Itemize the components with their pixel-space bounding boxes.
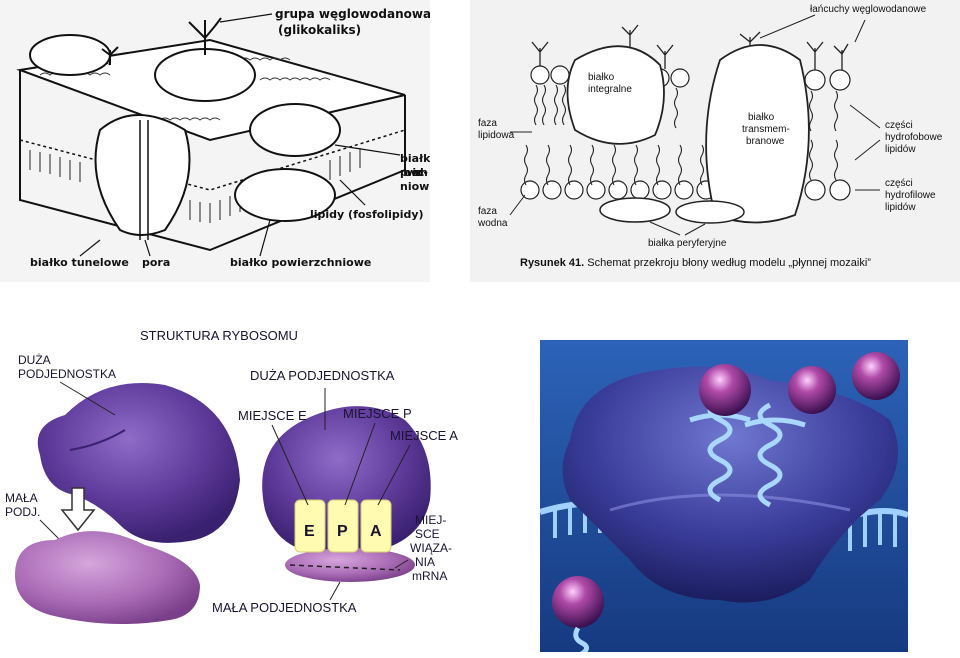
mrna-teeth [553,503,897,551]
water-phase-label-2: wodna [477,218,508,229]
site-e-letter: E [304,523,315,540]
large-left-label-1: DUŻA [18,353,51,367]
mrna-dashed-line [289,564,401,571]
large-left-pointer [59,381,116,416]
site-a-letter: A [370,523,382,540]
membrane-sketch-panel: grupa węglowodanowa (glikokaliks) białko… [0,0,430,282]
mrna-label-2: SCE [415,527,440,541]
small-left-label-1: MAŁA [5,491,38,505]
sphere-4 [552,576,604,628]
water-phase-label-1: faza [478,206,497,217]
small-subunit-right [285,548,415,582]
surface-protein-label-2: powierzch- [400,166,428,179]
fluid-mosaic-panel: łańcuchy węglowodanowe białko integralne… [470,0,960,282]
peripheral-protein-2 [675,200,745,224]
lipid-phase-label-2: lipidowa [478,130,515,141]
large-left-label-2: PODJEDNOSTKA [18,367,116,381]
small-right-pointer [329,581,341,601]
ribosome-body [562,366,898,603]
site-e-label: MIEJSCE E [238,408,307,423]
chains-label: łańcuchy węglowodanowe [810,4,927,15]
tunnel-protein-label: białko tunelowe [30,256,129,269]
hydrophilic-label-3: lipidów [885,202,916,213]
transmembrane-protein [705,44,810,224]
peripheral-label: białka peryferyjne [648,238,727,249]
large-subunit-left [37,383,241,543]
site-a-box [360,499,392,553]
transmem-label-2: transmem- [742,124,790,135]
mrna-label-1: MIEJ- [415,513,446,527]
pore-label: pora [142,256,170,269]
site-a-label: MIEJSCE A [390,428,458,443]
hydrophobic-label-2: hydrofobowe [885,132,943,143]
caption-rest: Schemat przekroju błony według modelu „p… [587,257,871,269]
surface-protein-label-1: białko [400,152,430,165]
site-p-box [327,499,359,553]
site-p-label: MIEJSCE P [343,406,412,421]
glycocalyx-label-1: grupa węglowodanowa [275,7,430,21]
integral-protein [566,45,665,145]
small-left-label-2: PODJ. [5,505,40,519]
sphere-1 [699,364,751,416]
glycocalyx-label-2: (glikokaliks) [278,23,361,37]
caption-bold: Rysunek 41. [520,257,584,269]
mrna-pointer [394,559,409,569]
ribosome-title: STRUKTURA RYBOSOMU [140,328,298,343]
peripheral-protein-1 [599,197,671,223]
ribosome-structure-panel: STRUKTURA RYBOSOMU DUŻA PODJEDNOSTKA MAŁ… [5,328,458,624]
lower-trna [573,626,589,652]
assembly-arrow-icon [60,487,96,532]
integral-label-2: integralne [588,84,632,95]
surface-protein-bottom-label: białko powierzchniowe [230,256,371,269]
mrna-label-4: NIA [415,555,435,569]
integral-label-1: białko [588,72,615,83]
ribosome-render-panel [540,340,908,652]
transmem-label-1: białko [748,112,775,123]
hydrophobic-label-1: części [885,120,913,131]
small-subunit-left [15,531,200,624]
lipid-phase-label-1: faza [478,118,497,129]
site-pointers [271,422,411,506]
mrna-label-3: WIĄZA- [410,541,452,555]
large-right-label: DUŻA PODJEDNOSTKA [250,368,395,383]
site-p-letter: P [337,523,348,540]
hydrophobic-label-3: lipidów [885,144,916,155]
sphere-3 [852,352,900,400]
transmem-label-3: branowe [746,136,785,147]
hydrophilic-label-2: hydrofilowe [885,190,936,201]
site-e-box [294,499,326,553]
surface-protein-label-3: niowe [400,180,430,193]
small-right-label: MAŁA PODJEDNOSTKA [212,600,357,615]
hydrophilic-label-1: części [885,178,913,189]
lipids-label: lipidy (fosfolipidy) [310,208,424,221]
figure-caption: Rysunek 41. Schemat przekroju błony wedł… [520,257,871,269]
mrna-label-5: mRNA [412,569,447,583]
lipid-heads-bottom [520,179,851,201]
sphere-2 [788,366,836,414]
